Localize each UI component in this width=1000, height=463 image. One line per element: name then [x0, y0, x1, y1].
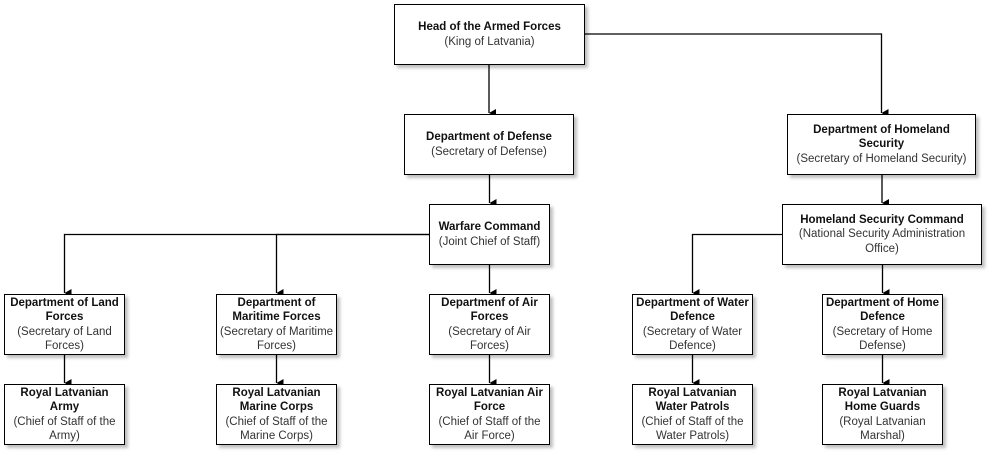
node-department-of-maritime-forces: Department of Maritime Forces (Secretary… [216, 294, 337, 355]
node-title: Head of the Armed Forces [418, 21, 561, 33]
node-subtitle: (Secretary of Land Forces) [17, 325, 112, 353]
node-department-of-defense: Department of Defense (Secretary of Defe… [404, 114, 574, 175]
node-title: Department of Defense [426, 131, 552, 143]
node-title: Royal Latvanian Home Guards [838, 386, 927, 414]
node-title: Department of Water Defence [636, 296, 749, 324]
node-department-of-air-forces: Departmenf of Air Forces (Secretary of A… [429, 294, 550, 355]
node-warfare-command: Warfare Command (Joint Chief of Staff) [429, 204, 550, 265]
node-subtitle: (Chief of Staff of the Air Force) [438, 415, 541, 443]
node-department-of-home-defence: Department of Home Defence (Secretary of… [822, 294, 943, 355]
node-homeland-security-command: Homeland Security Command (National Secu… [782, 204, 982, 265]
node-title: Royal Latvanian Marine Corps [232, 386, 321, 414]
node-title: Homeland Security Command [800, 213, 964, 226]
node-title: Department of Land Forces [10, 296, 119, 324]
connector-warfare-to-maritime [275, 233, 429, 297]
node-title: Royal Latvanian Army [20, 386, 109, 414]
connector-head-to-dhs [585, 33, 889, 117]
node-department-of-water-defence: Department of Water Defence (Secretary o… [632, 294, 753, 355]
node-title: Royal Latvanian Water Patrols [648, 386, 737, 414]
node-subtitle: (Secretary of Home Defense) [832, 325, 933, 353]
node-title: Department of Home Defence [825, 296, 940, 324]
node-department-of-land-forces: Department of Land Forces (Secretary of … [4, 294, 125, 355]
node-subtitle: (Royal Latvanian Marshal) [839, 415, 926, 443]
node-subtitle: (Chief of Staff of the Water Patrols) [641, 415, 744, 443]
node-subtitle: (Secretary of Homeland Security) [796, 152, 967, 165]
node-title: Warfare Command [438, 221, 541, 233]
node-title: Department of Homeland Security [813, 123, 950, 151]
node-subtitle: (Secretary of Air Forces) [448, 325, 531, 353]
node-subtitle: (Secretary of Water Defence) [642, 325, 743, 353]
node-subtitle: (Chief of Staff of the Army) [13, 415, 116, 443]
node-royal-latvanian-water-patrols: Royal Latvanian Water Patrols (Chief of … [632, 384, 753, 445]
node-subtitle: (King of Latvania) [444, 35, 535, 48]
connector-warfare-to-land [63, 233, 429, 297]
node-royal-latvanian-home-guards: Royal Latvanian Home Guards (Royal Latva… [822, 384, 943, 445]
node-subtitle: (Secretary of Maritime Forces) [219, 325, 334, 353]
node-title: Departmenf of Air Forces [441, 296, 538, 324]
node-title: Royal Latvanian Air Force [436, 386, 543, 414]
node-royal-latvanian-marine-corps: Royal Latvanian Marine Corps (Chief of S… [216, 384, 337, 445]
node-head-of-armed-forces: Head of the Armed Forces (King of Latvan… [394, 4, 585, 65]
node-royal-latvanian-air-force: Royal Latvanian Air Force (Chief of Staf… [429, 384, 550, 445]
node-department-of-homeland-security: Department of Homeland Security (Secreta… [787, 114, 976, 175]
node-subtitle: (National Security Administration Office… [798, 228, 966, 255]
node-subtitle: (Secretary of Defense) [431, 145, 547, 158]
node-subtitle: (Chief of Staff of the Marine Corps) [225, 415, 328, 443]
node-subtitle: (Joint Chief of Staff) [438, 235, 541, 248]
node-title: Department of Maritime Forces [232, 296, 321, 324]
connector-hsc-to-water [691, 233, 782, 297]
node-royal-latvanian-army: Royal Latvanian Army (Chief of Staff of … [4, 384, 125, 445]
